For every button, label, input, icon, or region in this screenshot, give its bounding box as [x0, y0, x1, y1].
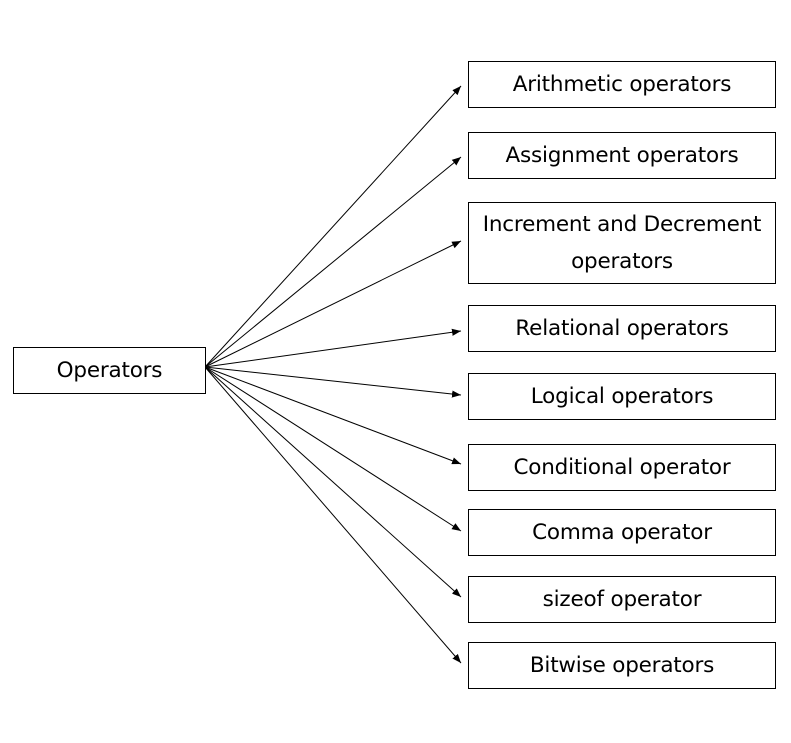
node-assignment-operators: Assignment operators [468, 132, 776, 179]
node-label: Conditional operator [513, 455, 731, 480]
node-arithmetic-operators: Arithmetic operators [468, 61, 776, 108]
arrow-to-assignment [204, 156, 462, 368]
arrow-to-relational [204, 328, 462, 368]
node-label: Logical operators [530, 384, 714, 409]
node-label: sizeof operator [542, 587, 702, 612]
node-increment-decrement-operators: Increment and Decrement operators [468, 202, 776, 284]
node-label: Assignment operators [505, 143, 739, 168]
node-label: Comma operator [532, 520, 712, 545]
node-label: Arithmetic operators [512, 72, 732, 97]
arrow-to-logical [204, 366, 462, 398]
root-node-operators: Operators [13, 347, 206, 394]
arrow-to-increment-decrement [204, 240, 462, 368]
node-label: Relational operators [515, 316, 729, 341]
arrow-to-comma [204, 366, 462, 532]
node-label: Increment and Decrement operators [482, 212, 762, 274]
node-label: Bitwise operators [529, 653, 715, 678]
node-comma-operator: Comma operator [468, 509, 776, 556]
node-conditional-operator: Conditional operator [468, 444, 776, 491]
arrow-to-bitwise [204, 366, 462, 664]
arrow-to-sizeof [204, 366, 462, 598]
node-relational-operators: Relational operators [468, 305, 776, 352]
arrow-to-conditional [204, 366, 462, 465]
node-sizeof-operator: sizeof operator [468, 576, 776, 623]
node-bitwise-operators: Bitwise operators [468, 642, 776, 689]
node-logical-operators: Logical operators [468, 373, 776, 420]
arrow-to-arithmetic [204, 85, 462, 368]
root-node-label: Operators [56, 358, 163, 383]
